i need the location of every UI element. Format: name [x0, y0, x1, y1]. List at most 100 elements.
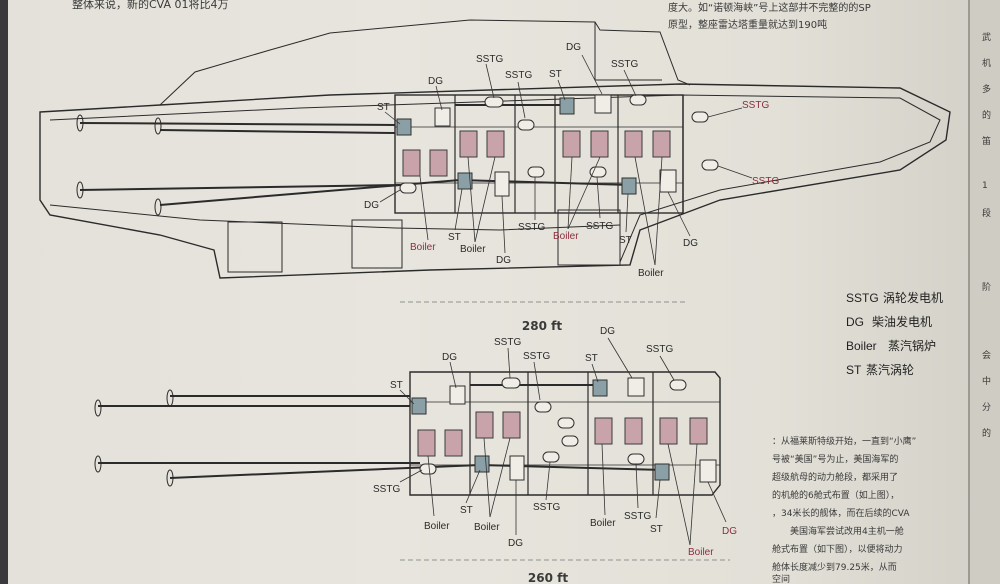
label-st: ST	[619, 235, 632, 246]
boiler-unit	[444, 429, 463, 457]
header-right-line-2: 原型，整座雷达塔重量就达到190吨	[668, 18, 827, 31]
label-st: ST	[390, 380, 403, 391]
sstg-unit	[669, 379, 687, 391]
boiler-unit	[689, 417, 708, 445]
sstg-unit	[691, 111, 709, 123]
adjacent-char: 的	[982, 427, 991, 439]
adjacent-page-text: 武 机 多 的 笛 1 段 阶 会 中 分 的	[982, 31, 991, 439]
upper-ship-machinery	[396, 94, 719, 197]
boiler-unit	[486, 130, 505, 158]
st-unit	[621, 177, 637, 195]
st-unit	[474, 455, 490, 473]
caption-line: 超级航母的动力舱段，都采用了	[772, 471, 898, 483]
label-boiler: Boiler	[638, 268, 664, 279]
caption-line: 舱体长度减少到79.25米，从而	[772, 561, 897, 573]
adjacent-char: 机	[982, 57, 991, 69]
sstg-unit	[557, 417, 575, 429]
adjacent-char: 阶	[982, 281, 991, 293]
label-sstg: SSTG	[505, 70, 532, 81]
sstg-unit	[534, 401, 552, 413]
dg-unit	[594, 94, 612, 114]
legend-st-meaning: 蒸汽涡轮	[866, 362, 914, 377]
lower-length-label: 260 ft	[528, 571, 568, 584]
boiler-unit	[429, 149, 448, 177]
st-unit	[457, 172, 473, 190]
adjacent-char: 中	[982, 375, 991, 387]
adjacent-page-edge	[968, 0, 1000, 584]
label-dg: DG	[428, 76, 443, 87]
label-sstg: SSTG	[518, 222, 545, 233]
legend-dg-abbr: DG	[846, 315, 864, 329]
sstg-unit	[484, 96, 504, 108]
upper-ship-leader-lines	[379, 54, 753, 266]
sstg-unit	[517, 119, 535, 131]
caption-line: 空间	[772, 573, 790, 584]
legend-sstg-meaning: 涡轮发电机	[883, 290, 943, 305]
label-dg: DG	[566, 42, 581, 53]
sstg-unit	[561, 435, 579, 447]
boiler-unit	[417, 429, 436, 457]
boiler-unit	[562, 130, 581, 158]
label-st: ST	[377, 102, 390, 113]
dg-unit	[627, 377, 645, 397]
label-sstg: SSTG	[611, 59, 638, 70]
label-dg: DG	[364, 200, 379, 211]
caption-line: ，34米长的舰体，而在后续的CVA	[772, 507, 910, 519]
label-st: ST	[585, 353, 598, 364]
label-st: ST	[448, 232, 461, 243]
lower-layout-leader-lines	[399, 337, 727, 546]
label-boiler: Boiler	[460, 244, 486, 255]
sstg-unit	[629, 94, 647, 106]
dg-unit	[434, 107, 451, 127]
sstg-unit	[627, 453, 645, 465]
adjacent-char: 武	[982, 31, 991, 43]
label-sstg: SSTG	[752, 176, 779, 187]
caption-line: 舱式布置（如下图），以便将动力	[772, 543, 903, 555]
caption-line: ：从福莱斯特级开始，一直到“小鹰”	[772, 435, 916, 447]
upper-ship-hull	[39, 19, 951, 279]
lower-layout-labels: ST DG SSTG SSTG ST DG SSTG SSTG Boiler S…	[373, 326, 737, 558]
st-unit	[654, 463, 670, 481]
st-unit	[411, 397, 427, 415]
label-dg: DG	[442, 352, 457, 363]
label-sstg: SSTG	[523, 351, 550, 362]
legend-boiler-abbr: Boiler	[846, 339, 877, 353]
boiler-unit	[475, 411, 494, 439]
label-boiler: Boiler	[474, 522, 500, 533]
label-boiler: Boiler	[688, 547, 714, 558]
st-unit	[396, 118, 412, 136]
adjacent-char: 的	[982, 109, 991, 121]
label-dg: DG	[600, 326, 615, 337]
label-dg: DG	[496, 255, 511, 266]
label-boiler: Boiler	[590, 518, 616, 529]
label-dg: DG	[508, 538, 523, 549]
legend-sstg-abbr: SSTG	[846, 291, 879, 305]
label-sstg: SSTG	[494, 337, 521, 348]
upper-ship-labels: ST DG SSTG SSTG ST DG SSTG SSTG SSTG DG …	[364, 42, 779, 279]
legend-dg-meaning: 柴油发电机	[872, 314, 932, 329]
sstg-unit	[501, 377, 521, 389]
label-boiler: Boiler	[424, 521, 450, 532]
caption-line: 号被“美国”号为止，美国海军的	[772, 453, 898, 465]
adjacent-char: 会	[982, 349, 991, 361]
label-sstg: SSTG	[373, 484, 400, 495]
legend: SSTG 涡轮发电机 DG 柴油发电机 Boiler 蒸汽锅炉 ST 蒸汽涡轮	[846, 290, 943, 377]
boiler-unit	[652, 130, 671, 158]
label-sstg: SSTG	[742, 100, 769, 111]
caption-line: 的机舱的6舱式布置（如上图），	[772, 489, 899, 501]
label-st: ST	[549, 69, 562, 80]
label-dg: DG	[683, 238, 698, 249]
label-st: ST	[650, 524, 663, 535]
st-unit	[559, 97, 575, 115]
adjacent-char: 分	[982, 402, 991, 413]
legend-st-abbr: ST	[846, 363, 862, 377]
sstg-unit	[701, 159, 719, 171]
legend-boiler-meaning: 蒸汽锅炉	[888, 338, 936, 353]
sstg-unit	[542, 451, 560, 463]
header-right-line-1: 度大。如“诺顿海峡”号上这部并不完整的的SP	[668, 1, 871, 14]
boiler-unit	[624, 130, 643, 158]
dg-unit	[509, 455, 525, 481]
label-dg: DG	[722, 526, 737, 537]
